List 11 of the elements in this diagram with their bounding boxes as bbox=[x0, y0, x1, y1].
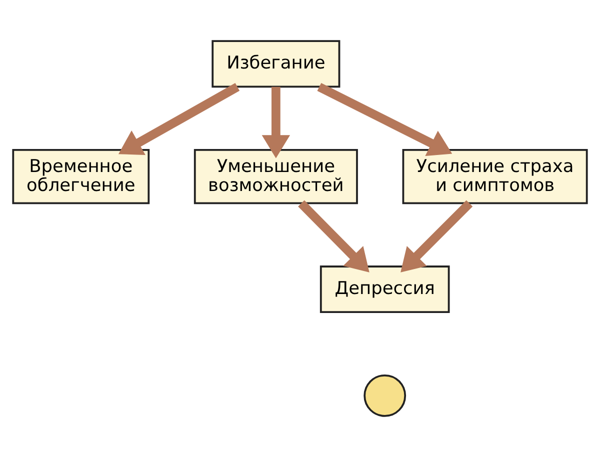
arrow bbox=[298, 200, 370, 272]
arrow bbox=[400, 200, 473, 272]
arrow bbox=[118, 82, 240, 155]
node-box: Избегание bbox=[212, 40, 340, 88]
node-box: Депрессия bbox=[320, 265, 450, 313]
node-circle bbox=[364, 374, 406, 416]
node-box: Временное облегчение bbox=[12, 148, 150, 204]
node-box: Усиление страха и симптомов bbox=[402, 148, 588, 204]
arrow bbox=[262, 86, 290, 158]
node-box: Уменьшение возможностей bbox=[194, 148, 358, 204]
arrow bbox=[317, 82, 452, 156]
